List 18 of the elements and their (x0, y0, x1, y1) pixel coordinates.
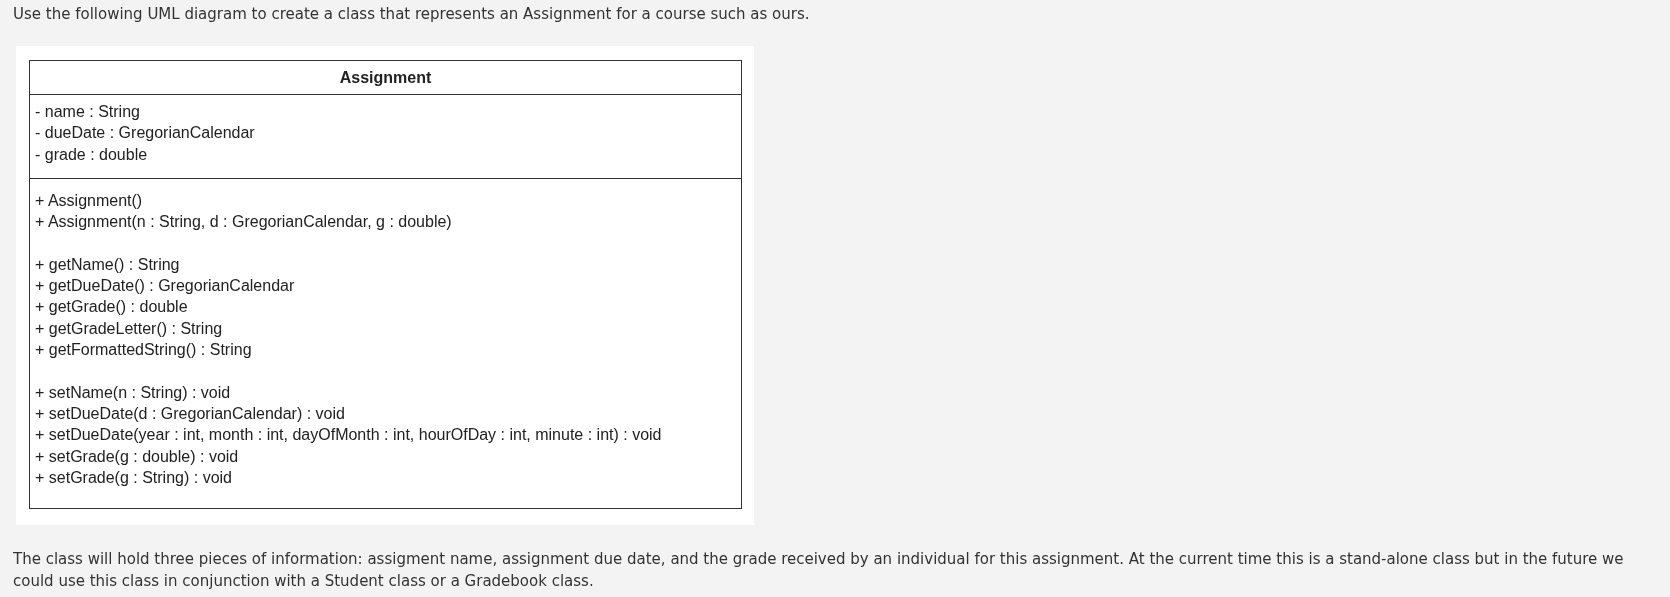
method-text: + Assignment(n : String, d : GregorianCalendar, g : double) (35, 212, 452, 233)
description-paragraph: The class will hold three pieces of information: assigment name, assignment due date, and the grade received by an individual for this assignment. At the current time this is a stand-alone class but in the future we could use this class in conjunction with a Student class or a Gradebook class. (13, 549, 1625, 592)
method-text: + setDueDate(d : GregorianCalendar) : void (35, 403, 345, 424)
method-text: + getName() : String (35, 254, 180, 275)
method-text: + getDueDate() : GregorianCalendar (35, 276, 295, 297)
method-text: + setGrade(g : double) : void (35, 446, 239, 467)
method-text: + setName(n : String) : void (35, 382, 231, 403)
method-text: + getFormattedString() : String (35, 340, 252, 361)
method-text: + getGrade() : double (35, 297, 188, 318)
class-name: Assignment (339, 67, 432, 88)
instruction-text: Use the following UML diagram to create a class that represents an Assignment for a course such as ours. (13, 4, 810, 25)
attribute-text: - dueDate : GregorianCalendar (35, 123, 255, 144)
attribute-text: - name : String (35, 102, 140, 122)
method-text: + getGradeLetter() : String (35, 318, 223, 339)
method-text: + Assignment() (35, 191, 143, 211)
method-text: + setDueDate(year : int, month : int, dayOfMonth : int, hourOfDay : int, minute : int) : void (35, 425, 662, 446)
attribute-text: - grade : double (35, 144, 148, 165)
method-text: + setGrade(g : String) : void (35, 467, 232, 488)
